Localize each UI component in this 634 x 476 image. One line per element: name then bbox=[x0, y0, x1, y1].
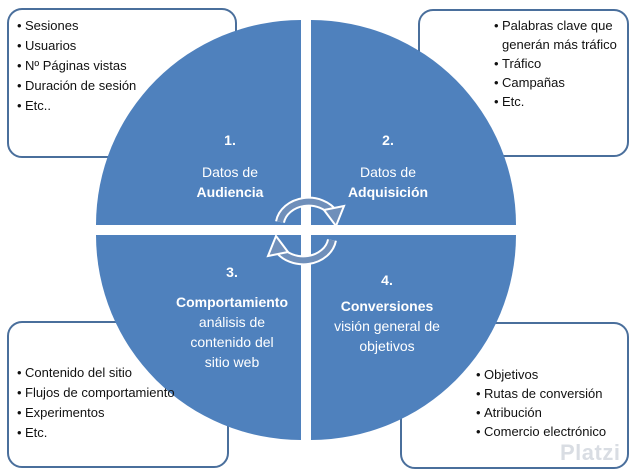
list-item: Duración de sesión bbox=[17, 76, 217, 96]
list-item: Palabras clave que generán más tráfico bbox=[494, 16, 626, 54]
quadrant-adquisicion bbox=[311, 20, 516, 225]
list-item: Objetivos bbox=[476, 365, 626, 384]
quadrant-conversiones bbox=[311, 235, 516, 440]
quadrant-2-number: 2. bbox=[382, 132, 394, 148]
list-item: Rutas de conversión bbox=[476, 384, 626, 403]
quadrant-comportamiento bbox=[96, 235, 301, 440]
quadrant-4-text: 4. Conversiones visión general de objeti… bbox=[312, 270, 462, 356]
quadrant-audiencia bbox=[96, 20, 301, 225]
quadrant-2-text: 2. Datos de Adquisición bbox=[318, 130, 458, 202]
list-item: Comercio electrónico bbox=[476, 422, 626, 441]
quadrant-2-line1: Datos de bbox=[359, 164, 417, 180]
list-item: Campañas bbox=[494, 73, 626, 92]
quadrant-3-desc1: análisis de bbox=[198, 314, 266, 330]
quadrant-4-number: 4. bbox=[381, 272, 393, 288]
list-item: Etc. bbox=[17, 423, 207, 443]
list-item: Sesiones bbox=[17, 16, 217, 36]
quadrant-1-line2: Audiencia bbox=[196, 184, 264, 200]
quadrant-4-desc1: visión general de bbox=[334, 318, 440, 334]
quadrant-2-line2: Adquisición bbox=[347, 184, 429, 200]
list-item: Contenido del sitio bbox=[17, 363, 207, 383]
list-item: Etc.. bbox=[17, 96, 217, 116]
quadrant-3-text: 3. Comportamiento análisis de contenido … bbox=[162, 262, 302, 372]
list-comportamiento: Contenido del sitio Flujos de comportami… bbox=[17, 363, 207, 443]
quadrant-1-line1: Datos de bbox=[201, 164, 259, 180]
list-conversiones: Objetivos Rutas de conversión Atribución… bbox=[476, 365, 626, 441]
list-item: Experimentos bbox=[17, 403, 207, 423]
list-item: Nº Páginas vistas bbox=[17, 56, 217, 76]
list-item: Tráfico bbox=[494, 54, 626, 73]
cycle-arrows-icon bbox=[266, 196, 346, 266]
list-item: Etc. bbox=[494, 92, 626, 111]
quadrant-3-title: Comportamiento bbox=[176, 294, 288, 310]
quadrant-3-desc2: contenido del bbox=[190, 334, 274, 350]
quadrant-3-desc3: sitio web bbox=[204, 354, 260, 370]
list-item: Atribución bbox=[476, 403, 626, 422]
list-item: Flujos de comportamiento bbox=[17, 383, 207, 403]
quadrant-1-number: 1. bbox=[224, 132, 236, 148]
platzi-watermark: Platzi bbox=[560, 440, 621, 465]
list-item: Usuarios bbox=[17, 36, 217, 56]
quadrant-3-number: 3. bbox=[226, 264, 238, 280]
list-audiencia: Sesiones Usuarios Nº Páginas vistas Dura… bbox=[17, 16, 217, 116]
quadrant-4-desc2: objetivos bbox=[359, 338, 415, 354]
quadrant-1-text: 1. Datos de Audiencia bbox=[160, 130, 300, 202]
list-adquisicion: Palabras clave que generán más tráfico T… bbox=[494, 16, 626, 111]
quadrant-4-title: Conversiones bbox=[340, 298, 434, 314]
